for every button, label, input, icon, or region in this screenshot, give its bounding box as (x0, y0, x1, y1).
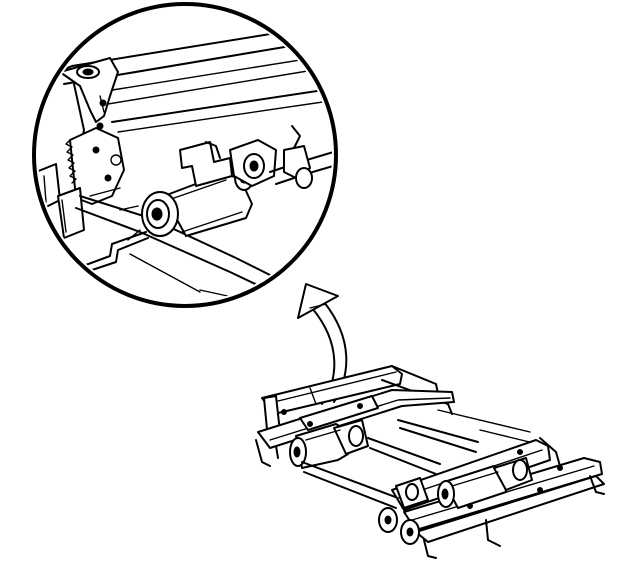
drive-cable (71, 187, 273, 291)
detail-magnifier-circle (32, 2, 338, 308)
seat-adjuster-assembly (255, 365, 605, 559)
adjuster-motor-front (437, 457, 533, 509)
drive-shaft-right (269, 125, 332, 189)
motor-strap (179, 139, 277, 187)
magnified-view (38, 9, 332, 301)
adjuster-motor (119, 165, 254, 241)
front-gearbox (378, 477, 429, 545)
detail-magnifier (32, 2, 338, 308)
drive-cable (301, 409, 547, 509)
adjuster-motor (289, 419, 369, 469)
fastener-marks (467, 449, 563, 509)
lower-rail (129, 253, 247, 301)
